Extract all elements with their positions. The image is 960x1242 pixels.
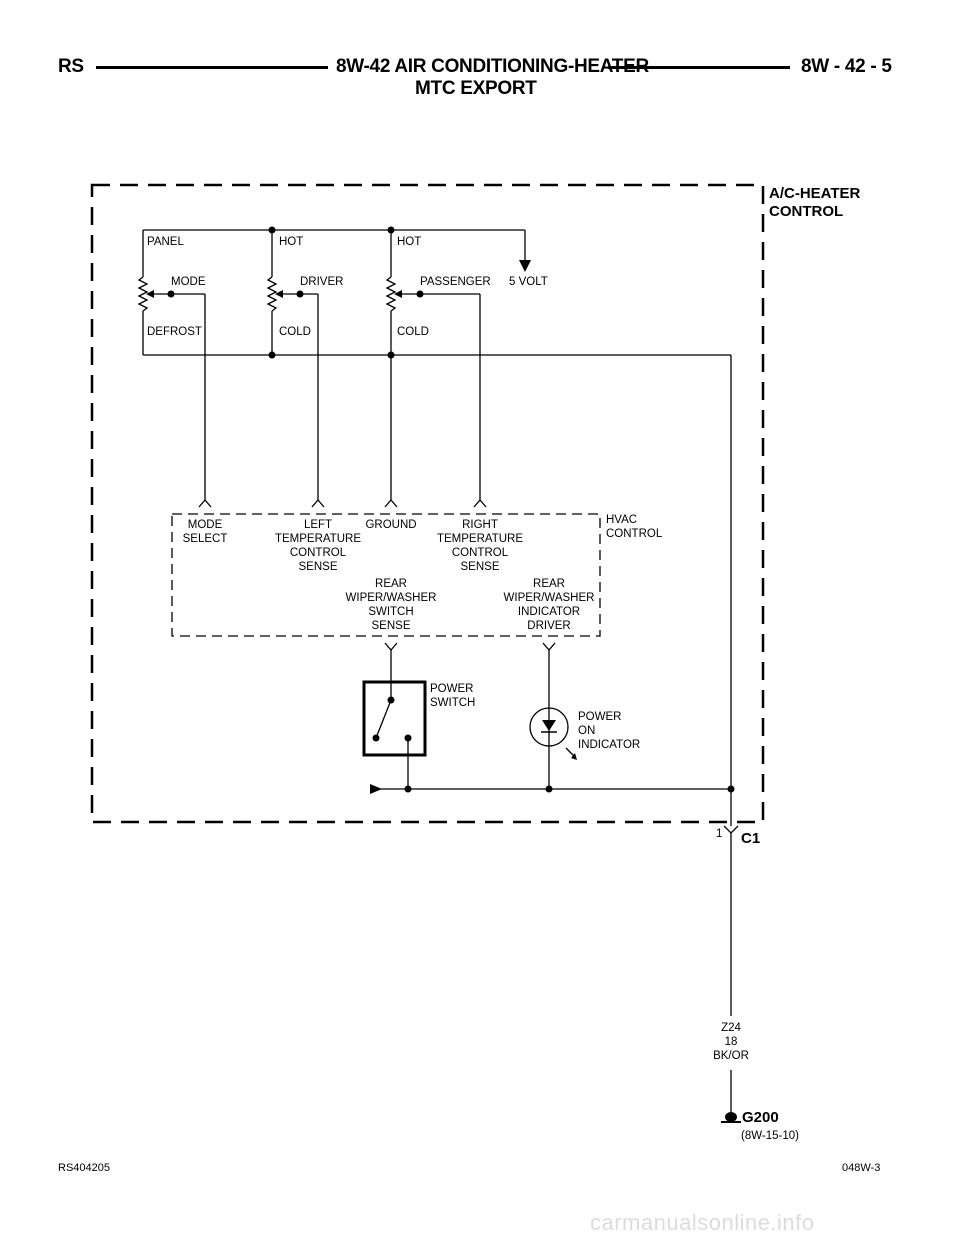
svg-text:DRIVER: DRIVER <box>527 620 570 632</box>
c1-connector-name: C1 <box>741 830 760 847</box>
figure-id: RS404205 <box>58 1162 110 1174</box>
label-defrost: DEFROST <box>147 326 202 338</box>
power-switch <box>362 680 427 789</box>
power-switch-label-1: POWER <box>430 683 473 695</box>
c1-pin-number: 1 <box>716 828 722 840</box>
svg-text:SENSE: SENSE <box>299 561 338 573</box>
c1-connector-symbol <box>723 825 739 1112</box>
ground-name: G200 <box>742 1109 779 1126</box>
mode-wiper-arrow <box>146 290 154 298</box>
svg-text:CONTROL: CONTROL <box>452 547 509 559</box>
svg-text:18: 18 <box>725 1036 738 1048</box>
svg-text:WIPER/WASHER: WIPER/WASHER <box>346 592 437 604</box>
label-cold-passenger: COLD <box>397 326 429 338</box>
svg-text:TEMPERATURE: TEMPERATURE <box>275 533 361 545</box>
ground-ref: (8W-15-10) <box>741 1130 799 1142</box>
header-rule-left <box>96 66 328 69</box>
driver-wiper-arrow <box>275 290 283 298</box>
section-code: RS <box>58 56 84 77</box>
power-on-indicator-led <box>529 707 577 789</box>
label-cold-driver: COLD <box>279 326 311 338</box>
mode-pot-resistor <box>137 276 149 312</box>
hvac-pin-labels: MODE SELECT LEFT TEMPERATURE CONTROL SEN… <box>183 519 595 632</box>
label-5-volt: 5 VOLT <box>509 276 548 288</box>
svg-text:REAR: REAR <box>375 578 407 590</box>
svg-text:BK/OR: BK/OR <box>713 1050 749 1062</box>
svg-text:TEMPERATURE: TEMPERATURE <box>437 533 523 545</box>
header-rule-right <box>608 66 790 69</box>
svg-text:RIGHT: RIGHT <box>462 519 498 531</box>
svg-text:LEFT: LEFT <box>304 519 332 531</box>
hvac-control-outline <box>171 513 601 637</box>
pot-wiring <box>142 229 732 826</box>
page-number: 8W - 42 - 5 <box>801 56 892 77</box>
svg-text:WIPER/WASHER: WIPER/WASHER <box>504 592 595 604</box>
indicator-label-2: ON <box>578 725 595 737</box>
figure-ref: 048W-3 <box>842 1162 881 1174</box>
hvac-input-connectors <box>198 499 487 508</box>
internal-ground-bus <box>370 784 731 794</box>
label-mode: MODE <box>171 276 206 288</box>
svg-text:SWITCH: SWITCH <box>368 606 413 618</box>
ac-heater-control-outline <box>90 183 765 824</box>
watermark: carmanualsonline.info <box>590 1210 815 1235</box>
page-title: 8W-42 AIR CONDITIONING-HEATER <box>336 56 649 77</box>
page-subtitle: MTC EXPORT <box>415 78 537 99</box>
label-hot-passenger: HOT <box>397 236 421 248</box>
module-name-line1: A/C-HEATER <box>769 185 861 202</box>
label-panel: PANEL <box>147 236 184 248</box>
junction-dots <box>167 226 735 793</box>
indicator-label-3: INDICATOR <box>578 739 640 751</box>
power-switch-label-2: SWITCH <box>430 697 475 709</box>
label-driver: DRIVER <box>300 276 343 288</box>
indicator-label-1: POWER <box>578 711 621 723</box>
module-name-line2: CONTROL <box>769 203 843 220</box>
driver-pot-resistor <box>266 276 278 312</box>
five-volt-arrow <box>519 260 531 272</box>
svg-text:CONTROL: CONTROL <box>290 547 347 559</box>
label-hot-driver: HOT <box>279 236 303 248</box>
hvac-output-connectors <box>384 642 556 708</box>
svg-text:SELECT: SELECT <box>183 533 228 545</box>
wire-label: Z24 18 BK/OR <box>713 1022 749 1062</box>
ground-g200-symbol <box>721 1112 741 1123</box>
hvac-name-line1: HVAC <box>606 514 637 526</box>
svg-text:MODE: MODE <box>188 519 223 531</box>
svg-text:GROUND: GROUND <box>365 519 416 531</box>
label-passenger: PASSENGER <box>420 276 491 288</box>
svg-text:SENSE: SENSE <box>372 620 411 632</box>
svg-text:REAR: REAR <box>533 578 565 590</box>
svg-text:Z24: Z24 <box>721 1022 741 1034</box>
svg-text:INDICATOR: INDICATOR <box>518 606 580 618</box>
passenger-pot-resistor <box>385 276 397 312</box>
svg-text:SENSE: SENSE <box>461 561 500 573</box>
hvac-name-line2: CONTROL <box>606 528 663 540</box>
passenger-wiper-arrow <box>394 290 402 298</box>
